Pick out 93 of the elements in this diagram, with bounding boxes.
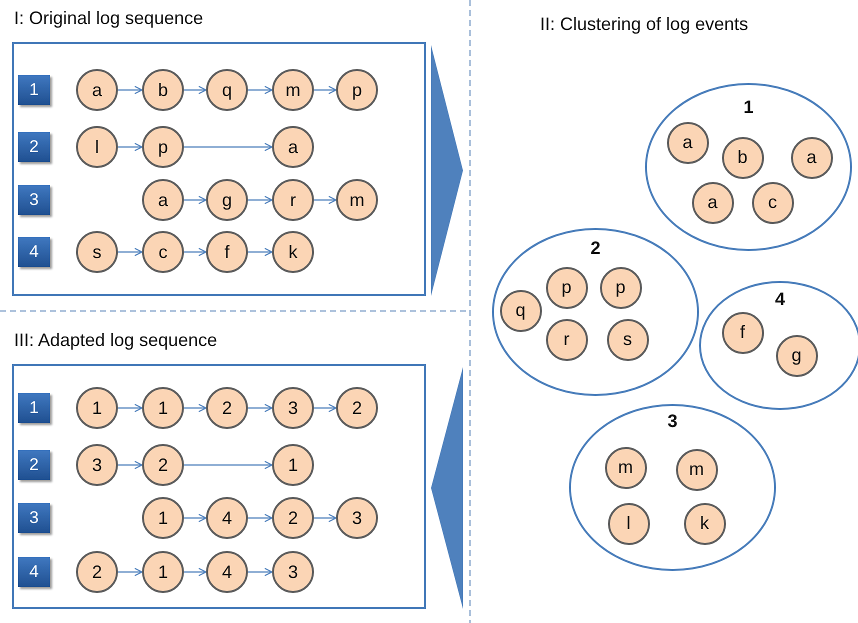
event-circle: s bbox=[606, 318, 648, 360]
event-circle: m bbox=[676, 448, 718, 490]
event-circle: 2 bbox=[76, 551, 118, 593]
event-circle: 3 bbox=[76, 444, 118, 486]
event-circle: r bbox=[272, 179, 314, 221]
event-circle: 1 bbox=[272, 444, 314, 486]
event-circle: q bbox=[206, 69, 248, 111]
event-circle: g bbox=[776, 334, 818, 376]
row-number: 1 bbox=[18, 393, 50, 423]
event-circle: p bbox=[336, 69, 378, 111]
arrow bbox=[314, 514, 337, 522]
event-circle: f bbox=[722, 312, 764, 354]
chevron-arrow bbox=[431, 367, 463, 609]
event-circle: a bbox=[692, 182, 734, 224]
row-number: 4 bbox=[18, 557, 50, 587]
event-circle: b bbox=[722, 136, 764, 178]
event-circle: m bbox=[336, 179, 378, 221]
arrow bbox=[118, 404, 143, 412]
section-title: II: Clustering of log events bbox=[540, 14, 748, 35]
event-circle: p bbox=[546, 266, 588, 308]
event-circle: m bbox=[272, 69, 314, 111]
event-circle: a bbox=[142, 179, 184, 221]
event-circle: b bbox=[142, 69, 184, 111]
event-circle: k bbox=[684, 502, 726, 544]
arrow bbox=[118, 86, 143, 94]
cluster-number: 2 bbox=[589, 238, 602, 259]
event-circle: 2 bbox=[206, 387, 248, 429]
event-circle: q bbox=[500, 290, 542, 332]
event-circle: 1 bbox=[76, 387, 118, 429]
event-circle: 1 bbox=[142, 387, 184, 429]
row-number: 3 bbox=[18, 185, 50, 215]
event-circle: 4 bbox=[206, 497, 248, 539]
event-circle: 2 bbox=[336, 387, 378, 429]
event-circle: g bbox=[206, 179, 248, 221]
event-circle: r bbox=[546, 318, 588, 360]
row-number: 1 bbox=[18, 75, 50, 105]
arrow bbox=[184, 196, 207, 204]
arrow bbox=[184, 460, 273, 470]
row-number: 2 bbox=[18, 132, 50, 162]
event-circle: a bbox=[76, 69, 118, 111]
event-circle: c bbox=[752, 182, 794, 224]
event-circle: a bbox=[272, 126, 314, 168]
arrow bbox=[184, 568, 207, 576]
event-circle: a bbox=[790, 136, 832, 178]
arrow bbox=[248, 568, 273, 576]
cluster-ellipse bbox=[645, 83, 852, 251]
event-circle: 3 bbox=[336, 497, 378, 539]
event-circle: 4 bbox=[206, 551, 248, 593]
arrow bbox=[248, 196, 273, 204]
arrow bbox=[248, 86, 273, 94]
chevron-arrow bbox=[431, 45, 463, 296]
cluster-number: 1 bbox=[742, 97, 754, 118]
event-circle: c bbox=[142, 231, 184, 273]
arrow bbox=[248, 248, 273, 256]
arrow bbox=[184, 248, 207, 256]
arrow bbox=[184, 86, 207, 94]
arrow bbox=[184, 142, 273, 152]
arrow bbox=[314, 86, 337, 94]
row-number: 3 bbox=[18, 503, 50, 533]
event-circle: 1 bbox=[142, 497, 184, 539]
event-circle: a bbox=[666, 122, 708, 164]
event-circle: 3 bbox=[272, 387, 314, 429]
arrow bbox=[118, 142, 143, 152]
arrow bbox=[184, 514, 207, 522]
arrow bbox=[118, 248, 143, 256]
cluster-ellipse bbox=[699, 281, 858, 410]
event-circle: 1 bbox=[142, 551, 184, 593]
arrow bbox=[314, 196, 337, 204]
arrow bbox=[118, 460, 143, 470]
event-circle: l bbox=[608, 502, 650, 544]
event-circle: f bbox=[206, 231, 248, 273]
event-circle: m bbox=[604, 446, 646, 488]
row-number: 2 bbox=[18, 450, 50, 480]
cluster-ellipse bbox=[492, 228, 699, 396]
arrow bbox=[314, 404, 337, 412]
event-circle: s bbox=[76, 231, 118, 273]
cluster-ellipse bbox=[569, 404, 776, 571]
event-circle: p bbox=[142, 126, 184, 168]
event-circle: 3 bbox=[272, 551, 314, 593]
event-circle: k bbox=[272, 231, 314, 273]
row-number: 4 bbox=[18, 237, 50, 267]
event-circle: 2 bbox=[272, 497, 314, 539]
arrow bbox=[184, 404, 207, 412]
event-circle: l bbox=[76, 126, 118, 168]
panel-title: III: Adapted log sequence bbox=[14, 330, 218, 351]
cluster-number: 3 bbox=[666, 411, 678, 432]
event-circle: 2 bbox=[142, 444, 184, 486]
panel-title: I: Original log sequence bbox=[14, 8, 204, 29]
arrow bbox=[248, 514, 273, 522]
cluster-number: 4 bbox=[774, 289, 786, 310]
event-circle: p bbox=[600, 266, 642, 308]
arrow bbox=[118, 568, 143, 576]
arrow bbox=[248, 404, 273, 412]
